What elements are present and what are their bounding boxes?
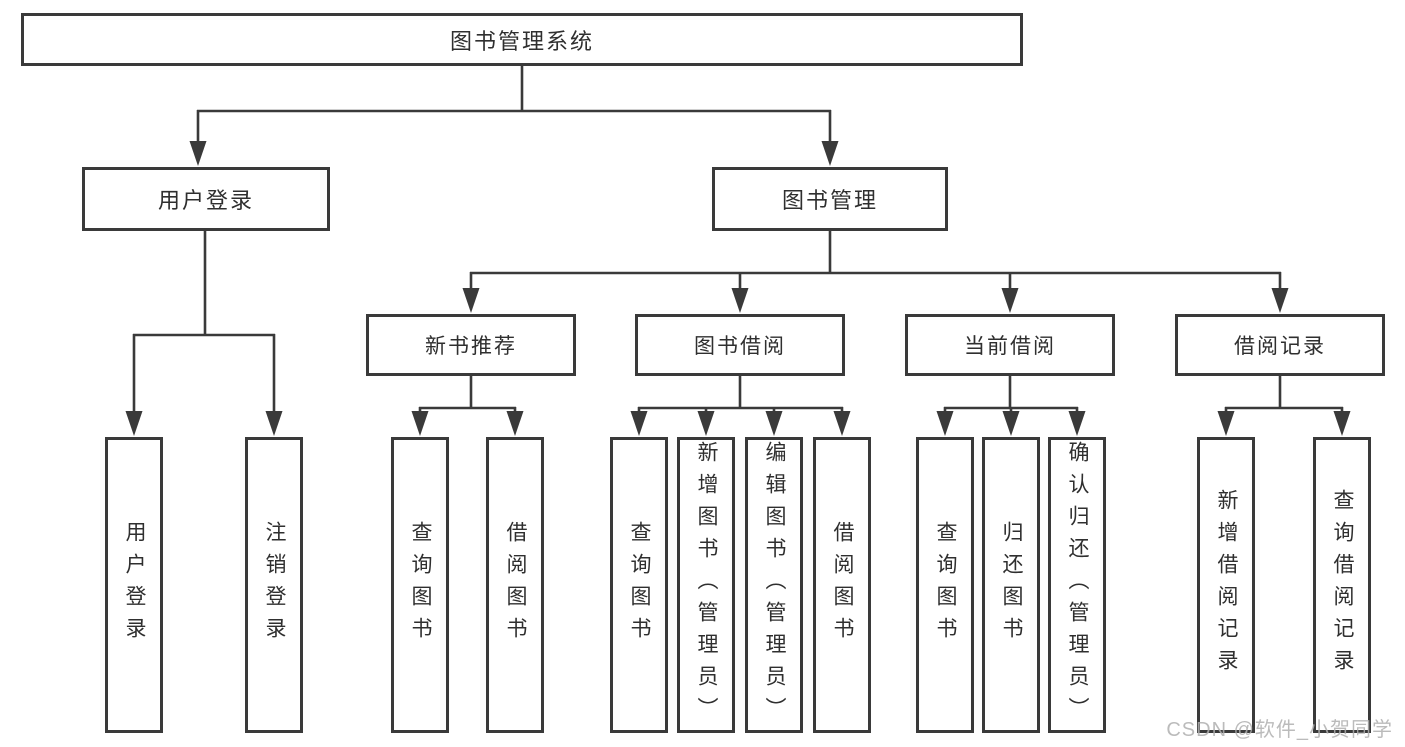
- leaf-query-book-borrow: 查询图书: [610, 437, 668, 733]
- connector-bookborrow-to-leaves: [630, 376, 851, 436]
- node-book-borrow: 图书借阅: [635, 314, 845, 376]
- arrowhead-icon: [697, 411, 715, 436]
- leaf-add-book-admin: 新增图书（管理员）: [677, 437, 735, 733]
- node-label: 图书借阅: [694, 335, 786, 358]
- leaf-edit-book-admin: 编辑图书（管理员）: [745, 437, 803, 733]
- leaf-user-login: 用户登录: [105, 437, 163, 733]
- connector-currentborrow-to-leaves: [936, 376, 1086, 436]
- node-label: 编辑图书（管理员）: [763, 441, 787, 729]
- node-label: 注销登录: [263, 521, 287, 649]
- leaf-query-book-newbook: 查询图书: [391, 437, 449, 733]
- leaf-logout: 注销登录: [245, 437, 303, 733]
- connector-userlogin-to-leaves: [125, 231, 283, 436]
- arrowhead-icon: [936, 411, 954, 436]
- arrowhead-icon: [1002, 411, 1020, 436]
- arrowhead-icon: [1217, 411, 1235, 436]
- arrowhead-icon: [462, 288, 480, 313]
- node-root-system: 图书管理系统: [21, 13, 1023, 66]
- arrowhead-icon: [1068, 411, 1086, 436]
- arrowhead-icon: [1271, 288, 1289, 313]
- leaf-return-book: 归还图书: [982, 437, 1040, 733]
- node-label: 查询图书: [934, 521, 958, 649]
- node-label: 新增借阅记录: [1215, 489, 1239, 681]
- node-label: 借阅图书: [831, 521, 855, 649]
- arrowhead-icon: [833, 411, 851, 436]
- arrowhead-icon: [506, 411, 524, 436]
- node-label: 图书管理系统: [449, 28, 594, 54]
- leaf-borrow-book-newbook: 借阅图书: [486, 437, 544, 733]
- arrowhead-icon: [125, 411, 143, 436]
- connector-bookmgmt-to-level2: [462, 231, 1289, 313]
- node-new-book-recommend: 新书推荐: [366, 314, 576, 376]
- arrowhead-icon: [1001, 288, 1019, 313]
- node-label: 查询借阅记录: [1331, 489, 1355, 681]
- node-label: 查询图书: [628, 521, 652, 649]
- connector-newbook-to-leaves: [411, 376, 524, 436]
- leaf-confirm-return-admin: 确认归还（管理员）: [1048, 437, 1106, 733]
- connector-borrowrecord-to-leaves: [1217, 376, 1351, 436]
- arrowhead-icon: [630, 411, 648, 436]
- leaf-add-borrow-record: 新增借阅记录: [1197, 437, 1255, 733]
- node-label: 当前借阅: [964, 335, 1056, 358]
- arrowhead-icon: [731, 288, 749, 313]
- node-label: 新书推荐: [425, 335, 517, 358]
- arrowhead-icon: [765, 411, 783, 436]
- node-borrow-record: 借阅记录: [1175, 314, 1385, 376]
- arrowhead-icon: [1333, 411, 1351, 436]
- arrowhead-icon: [189, 141, 207, 166]
- node-book-management: 图书管理: [712, 167, 948, 231]
- connector-root-to-level1: [189, 66, 839, 166]
- node-label: 借阅记录: [1234, 335, 1326, 358]
- leaf-query-borrow-record: 查询借阅记录: [1313, 437, 1371, 733]
- node-label: 图书管理: [781, 188, 878, 213]
- node-label: 借阅图书: [504, 521, 528, 649]
- node-label: 查询图书: [409, 521, 433, 649]
- arrowhead-icon: [265, 411, 283, 436]
- arrowhead-icon: [411, 411, 429, 436]
- arrowhead-icon: [821, 141, 839, 166]
- node-label: 用户登录: [123, 521, 147, 649]
- node-user-login: 用户登录: [82, 167, 330, 231]
- node-label: 归还图书: [1000, 521, 1024, 649]
- node-label: 确认归还（管理员）: [1066, 441, 1090, 729]
- leaf-borrow-book: 借阅图书: [813, 437, 871, 733]
- node-label: 新增图书（管理员）: [695, 441, 719, 729]
- leaf-query-book-current: 查询图书: [916, 437, 974, 733]
- node-label: 用户登录: [157, 188, 254, 213]
- node-current-borrow: 当前借阅: [905, 314, 1115, 376]
